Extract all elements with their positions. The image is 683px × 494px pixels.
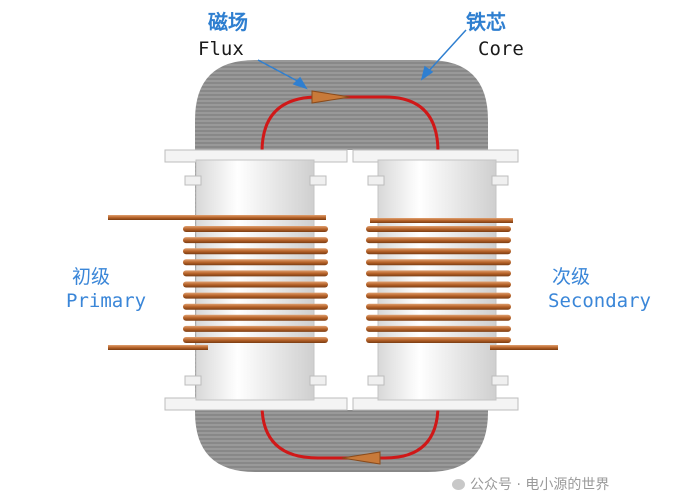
winding-turn bbox=[366, 292, 511, 299]
primary-bobbin bbox=[164, 149, 348, 411]
winding-turn bbox=[183, 292, 328, 299]
flux-arrow-icon bbox=[341, 451, 381, 465]
winding-turn bbox=[183, 259, 328, 266]
bobbin-tab bbox=[184, 375, 202, 386]
secondary-label-en: Secondary bbox=[548, 290, 651, 312]
winding-turn bbox=[366, 325, 511, 332]
winding-turn bbox=[366, 281, 511, 288]
winding-turn bbox=[183, 314, 328, 321]
bobbin-tab bbox=[309, 175, 327, 186]
bobbin-tab bbox=[309, 375, 327, 386]
winding-turn bbox=[366, 237, 511, 244]
winding-turn bbox=[183, 325, 328, 332]
core-leader-line bbox=[425, 29, 467, 75]
primary-winding bbox=[183, 226, 328, 343]
secondary-label-zh: 次级 bbox=[552, 266, 591, 288]
winding-turn bbox=[183, 303, 328, 310]
winding-turn bbox=[183, 281, 328, 288]
primary-label-zh: 初级 bbox=[72, 266, 111, 288]
flux-leader-arrow-icon bbox=[292, 76, 308, 90]
bobbin-tab bbox=[367, 175, 385, 186]
winding-turn bbox=[366, 314, 511, 321]
secondary-lead-bottom bbox=[490, 345, 558, 350]
flux-label-zh: 磁场 bbox=[208, 10, 248, 34]
winding-turn bbox=[366, 248, 511, 255]
winding-turn bbox=[183, 237, 328, 244]
winding-turn bbox=[366, 303, 511, 310]
core-label-en: Core bbox=[478, 38, 524, 60]
bobbin-body bbox=[195, 159, 315, 401]
wechat-icon bbox=[452, 478, 465, 490]
secondary-bobbin bbox=[352, 149, 519, 411]
winding-turn bbox=[183, 270, 328, 277]
bobbin-tab bbox=[184, 175, 202, 186]
watermark-text: 公众号 · 电小源的世界 bbox=[470, 477, 610, 493]
primary-label-en: Primary bbox=[66, 290, 147, 312]
bobbin-body bbox=[377, 159, 497, 401]
secondary-winding bbox=[366, 226, 511, 343]
leader-lines bbox=[257, 29, 467, 90]
winding-turn bbox=[183, 337, 328, 343]
secondary-lead-top bbox=[370, 218, 513, 223]
flux-arrow-icon bbox=[311, 90, 351, 104]
core-label-zh: 铁芯 bbox=[466, 10, 506, 34]
core-leader-arrow-icon bbox=[420, 65, 434, 81]
primary-lead-top bbox=[108, 215, 326, 220]
winding-turn bbox=[366, 259, 511, 266]
bobbin-tab bbox=[367, 375, 385, 386]
winding-turn bbox=[183, 248, 328, 255]
bobbin-tab bbox=[491, 175, 509, 186]
flux-label-en: Flux bbox=[198, 38, 244, 60]
winding-turn bbox=[366, 337, 511, 343]
winding-turn bbox=[183, 226, 328, 232]
winding-turn bbox=[366, 270, 511, 277]
watermark: 公众号 · 电小源的世界 bbox=[452, 474, 609, 494]
bobbin-tab bbox=[491, 375, 509, 386]
flux-leader-line bbox=[257, 59, 304, 85]
winding-turn bbox=[366, 226, 511, 232]
primary-lead-bottom bbox=[108, 345, 208, 350]
